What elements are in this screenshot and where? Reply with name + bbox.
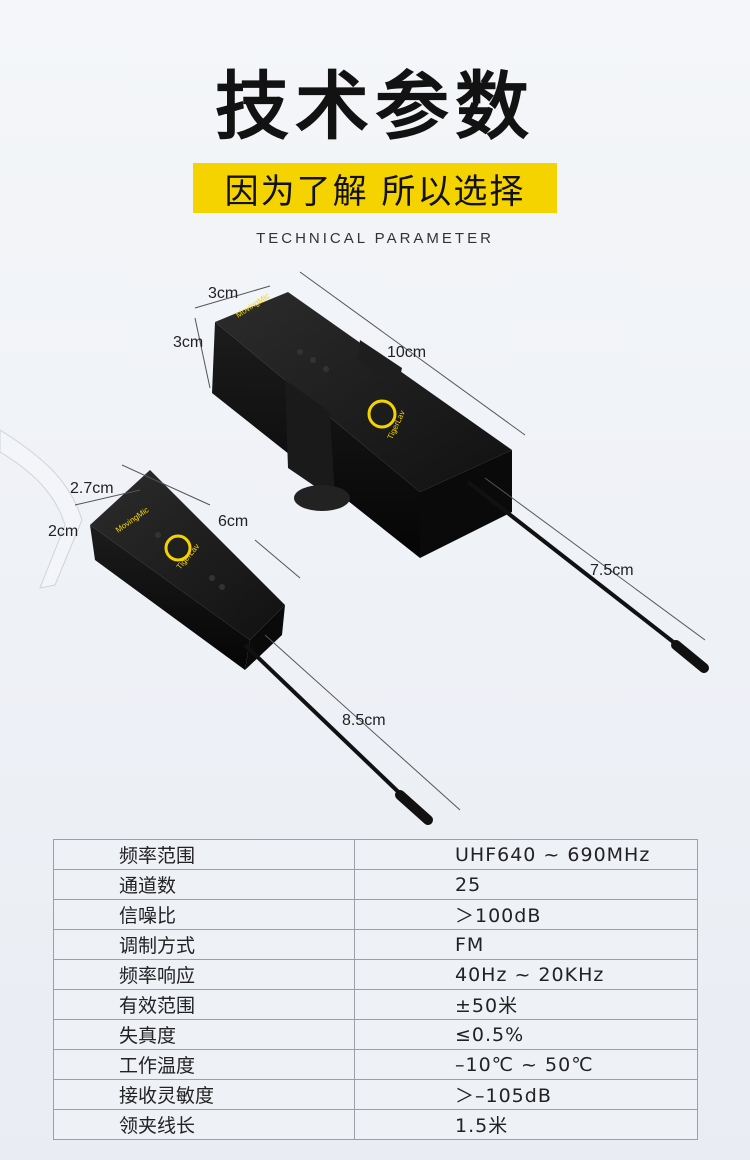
spec-value: ＞100dB <box>354 899 698 930</box>
spec-value: UHF640 ~ 690MHz <box>354 839 698 870</box>
receiver-length-label: 10cm <box>387 344 427 361</box>
spec-label: 失真度 <box>53 1019 355 1050</box>
receiver-clip <box>285 380 335 500</box>
transmitter-led <box>155 532 161 538</box>
table-row: 失真度≤0.5% <box>53 1019 698 1050</box>
transmitter-led <box>209 575 215 581</box>
transmitter-length-label: 6cm <box>218 513 249 530</box>
receiver-led <box>297 349 303 355</box>
transmitter-antenna-label: 8.5cm <box>342 712 386 729</box>
spec-value: 40Hz ~ 20KHz <box>354 959 698 990</box>
spec-label: 信噪比 <box>53 899 355 930</box>
receiver-end <box>420 450 512 558</box>
receiver-dimension-lines <box>194 271 706 641</box>
receiver-antenna <box>466 480 692 657</box>
product-illustration: MovingMic TigerLav MovingMic TigerLav <box>0 260 750 830</box>
receiver-clip-top <box>358 340 402 386</box>
spec-value: –10℃ ~ 50℃ <box>354 1049 698 1080</box>
spec-label: 领夹线长 <box>53 1109 355 1140</box>
spec-value: ≤0.5% <box>354 1019 698 1050</box>
table-row: 工作温度–10℃ ~ 50℃ <box>53 1049 698 1080</box>
devices-drawing: MovingMic TigerLav MovingMic TigerLav <box>0 271 709 825</box>
spec-value: 25 <box>354 869 698 900</box>
page-title: 技术参数 <box>215 64 535 150</box>
subtitle-banner: 因为了解 所以选择 <box>193 163 557 213</box>
transmitter-logo-icon <box>164 534 192 562</box>
table-row: 信噪比＞100dB <box>53 899 698 930</box>
table-row: 接收灵敏度＞–105dB <box>53 1079 698 1110</box>
spec-label: 有效范围 <box>53 989 355 1020</box>
transmitter-front <box>90 525 250 670</box>
transmitter-antenna-tip <box>395 790 433 825</box>
receiver-top <box>215 292 512 492</box>
table-row: 有效范围±50米 <box>53 989 698 1020</box>
receiver-led <box>323 366 329 372</box>
receiver-antenna-label: 7.5cm <box>590 562 634 579</box>
transmitter-width-label: 2.7cm <box>70 480 114 497</box>
spec-label: 频率范围 <box>53 839 355 870</box>
receiver-led <box>310 357 316 363</box>
transmitter-height-label: 2cm <box>48 523 79 540</box>
spec-label: 接收灵敏度 <box>53 1079 355 1110</box>
receiver-width-label: 3cm <box>208 285 239 302</box>
spec-value: ＞–105dB <box>354 1079 698 1110</box>
receiver-logo-icon <box>367 399 397 429</box>
tagline: TECHNICAL PARAMETER <box>256 230 494 247</box>
receiver-height-label: 3cm <box>173 334 204 351</box>
receiver-device: MovingMic TigerLav <box>212 291 709 673</box>
spec-value: FM <box>354 929 698 960</box>
spec-label: 工作温度 <box>53 1049 355 1080</box>
spec-value: 1.5米 <box>354 1109 698 1140</box>
spec-label: 通道数 <box>53 869 355 900</box>
subtitle-text: 因为了解 所以选择 <box>224 171 526 212</box>
spec-label: 调制方式 <box>53 929 355 960</box>
spec-value: ±50米 <box>354 989 698 1020</box>
receiver-antenna-tip <box>671 640 709 673</box>
transmitter-antenna <box>243 643 414 807</box>
transmitter-led <box>219 584 225 590</box>
transmitter-device: MovingMic TigerLav <box>90 470 433 825</box>
spec-label: 频率响应 <box>53 959 355 990</box>
receiver-knob <box>294 485 350 511</box>
transmitter-dimension-lines <box>74 464 461 811</box>
lavalier-cable <box>0 429 83 589</box>
